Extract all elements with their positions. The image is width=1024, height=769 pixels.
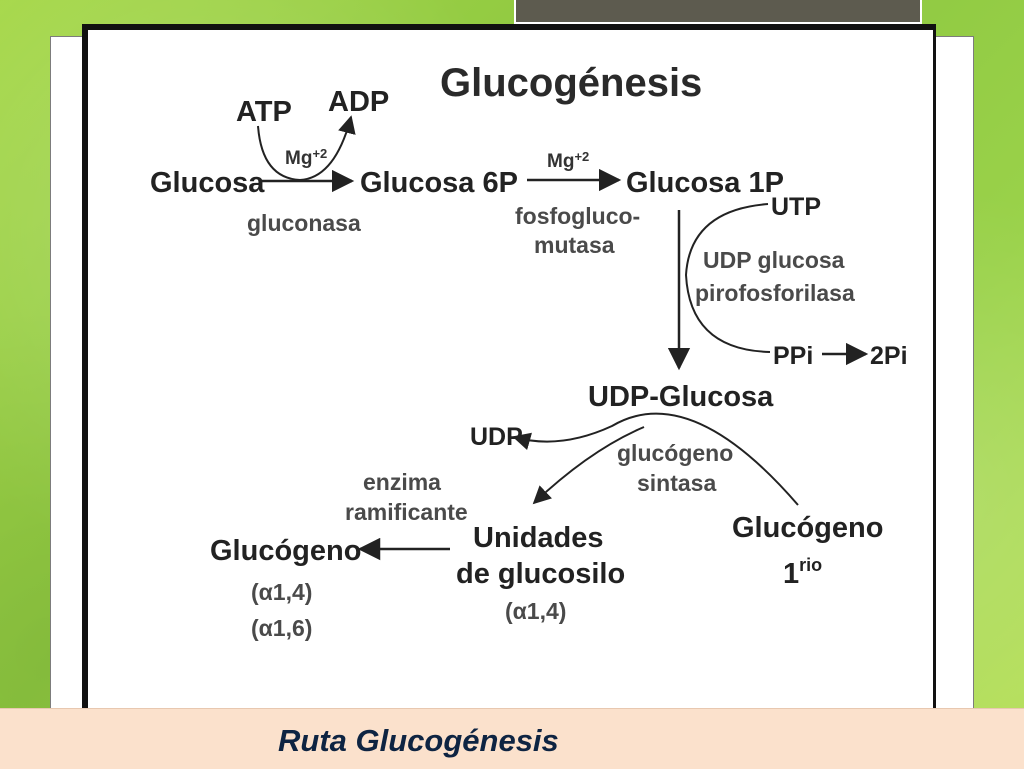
- enzima-ramificante-line1: enzima: [363, 469, 441, 495]
- glucogeno-alpha14: (α1,4): [251, 579, 312, 605]
- mg-cofactor-1: Mg+2: [285, 146, 327, 169]
- mg-cofactor-2: Mg+2: [547, 149, 589, 172]
- adp-label: ADP: [328, 86, 389, 118]
- glucogeno-sintasa-line2: sintasa: [637, 470, 716, 496]
- udp-glucosa-enzyme-line1: UDP glucosa: [703, 247, 845, 273]
- fosfogluco-label: fosfogluco-: [515, 203, 640, 229]
- glucosa-6p-label: Glucosa 6P: [360, 167, 518, 199]
- glucogeno-primer-number: 1rio: [783, 555, 822, 590]
- gluconasa-label: gluconasa: [247, 210, 361, 236]
- glucogeno-primer-to-udp-curve: [512, 412, 799, 506]
- diagram-title: Glucogénesis: [440, 61, 702, 105]
- glucogeno-primer-label: Glucógeno: [732, 512, 883, 544]
- caption-bar: Ruta Glucogénesis: [0, 708, 1024, 769]
- ppi-label: PPi: [773, 342, 813, 370]
- enzima-ramificante-line2: ramificante: [345, 499, 468, 525]
- utp-label: UTP: [771, 193, 821, 221]
- glucogeno-sintasa-line1: glucógeno: [617, 440, 733, 466]
- mutasa-label: mutasa: [534, 232, 615, 258]
- udpglucosa-to-unidades-arrow: [532, 426, 645, 505]
- glucosa-1p-label: Glucosa 1P: [626, 167, 784, 199]
- utp-ppi-curve: [684, 203, 771, 353]
- udp-glucosa-label: UDP-Glucosa: [588, 381, 774, 413]
- unidades-line1: Unidades: [473, 522, 604, 554]
- glucosa-label: Glucosa: [150, 167, 265, 199]
- glucogeno-alpha16: (α1,6): [251, 615, 312, 641]
- glucogeno-product-label: Glucógeno: [210, 535, 361, 567]
- glycogenesis-diagram: Glucogénesis ATP ADP Mg+2 Glucosa glucon…: [150, 61, 908, 641]
- unidades-alpha14: (α1,4): [505, 598, 566, 624]
- udp-glucosa-enzyme-line2: pirofosforilasa: [695, 280, 855, 306]
- two-pi-label: 2Pi: [870, 342, 908, 370]
- top-decorative-tab: [514, 0, 922, 24]
- slide-caption: Ruta Glucogénesis: [278, 723, 559, 758]
- diagram-frame: [82, 24, 936, 714]
- atp-label: ATP: [236, 96, 292, 128]
- unidades-line2: de glucosilo: [456, 558, 625, 590]
